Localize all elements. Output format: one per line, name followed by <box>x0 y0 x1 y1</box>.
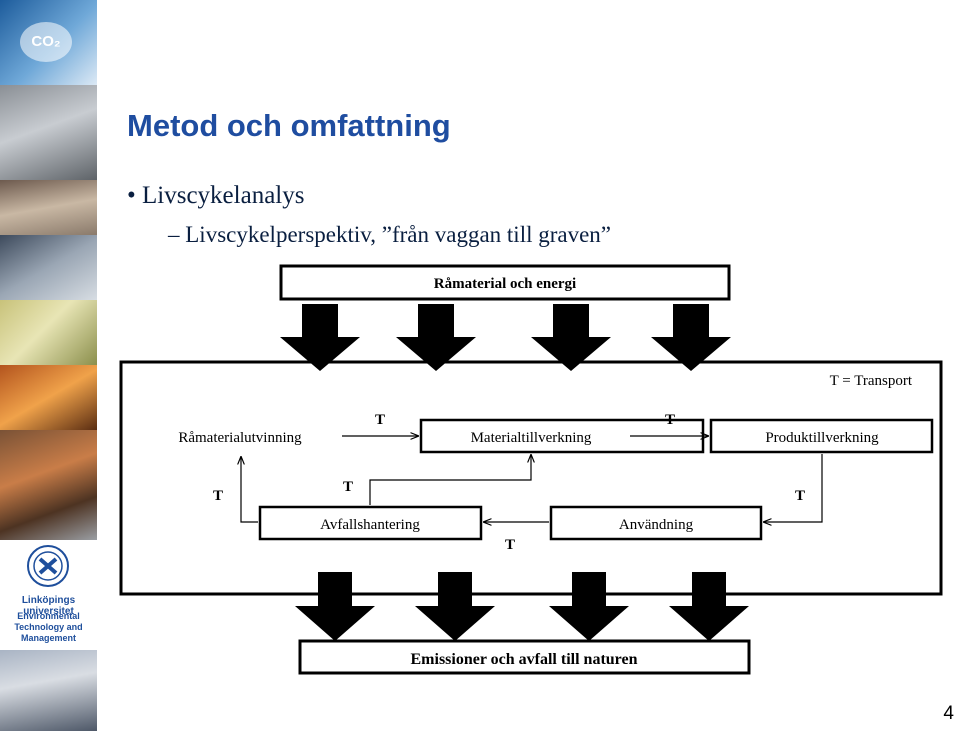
bullet-text: Livscykelanalys <box>142 182 305 209</box>
transport-label-6: T <box>505 537 515 553</box>
output-arrow-2 <box>415 572 495 641</box>
glass-photo <box>0 300 97 365</box>
output-arrow-1 <box>295 572 375 641</box>
transport-label-4: T <box>343 479 353 495</box>
co2-badge: CO₂ <box>20 22 72 62</box>
system-boundary <box>119 360 943 596</box>
connector-product-to-use <box>764 454 823 522</box>
transport-label-2: T <box>665 412 675 428</box>
transport-label-1: T <box>375 412 385 428</box>
stage-box-use <box>549 505 763 541</box>
input-arrow-3 <box>531 304 611 371</box>
factory-photo <box>0 235 97 300</box>
input-box-label: Råmaterial och energi <box>434 276 576 292</box>
department-line-2: Technology and <box>14 622 83 632</box>
solar-panel-photo <box>0 650 97 731</box>
bullet-livscykelanalys: • Livscykelanalys <box>127 182 304 210</box>
transport-label-3: T <box>213 488 223 504</box>
department-line-1: Environmental <box>17 611 80 621</box>
stage-label-material-manufacturing: Materialtillverkning <box>471 430 592 446</box>
stage-label-raw-material: Råmaterialutvinning <box>178 430 302 446</box>
stage-label-product-manufacturing: Produktillverkning <box>765 430 879 446</box>
input-arrow-4 <box>651 304 731 371</box>
output-arrow-4 <box>669 572 749 641</box>
input-box <box>279 264 731 301</box>
sidebar-photo-strip: CO₂ Linköpings universitet Environmental… <box>0 0 97 731</box>
university-name: Linköpings universitet <box>21 595 76 617</box>
connector-waste-to-material <box>369 455 531 505</box>
output-arrow-3 <box>549 572 629 641</box>
stage-box-waste-management <box>258 505 483 541</box>
profile-photo <box>0 430 97 540</box>
output-box <box>298 639 751 675</box>
input-arrow-1 <box>280 304 360 371</box>
bullet-dot: • <box>127 182 136 209</box>
stage-label-use: Användning <box>619 517 694 533</box>
stage-box-product-manufacturing <box>709 418 934 454</box>
slide-title: Metod och omfattning <box>127 108 451 143</box>
sub-bullet-perspective: – Livscykelperspektiv, ”från vaggan till… <box>168 222 612 247</box>
connector-waste-to-raw <box>241 457 258 523</box>
meeting-photo <box>0 180 97 235</box>
department-line-3: Management <box>20 633 76 643</box>
transport-legend: T = Transport <box>830 373 913 389</box>
university-logo-area: Linköpings universitet Environmental Tec… <box>0 540 97 650</box>
stage-label-waste-management: Avfallshantering <box>320 517 420 533</box>
input-arrow-2 <box>396 304 476 371</box>
co2-badge-text: CO₂ <box>31 33 61 50</box>
output-box-label: Emissioner och avfall till naturen <box>411 651 638 668</box>
university-emblem-icon <box>27 545 69 587</box>
laboratory-photo <box>0 85 97 180</box>
page-number: 4 <box>943 703 954 724</box>
hands-photo <box>0 365 97 430</box>
transport-label-5: T <box>795 488 805 504</box>
